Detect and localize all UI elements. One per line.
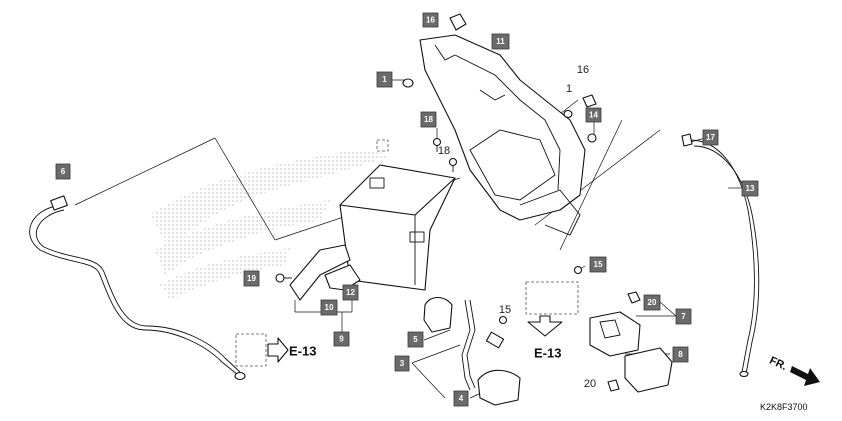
svg-text:3: 3 [400, 359, 405, 368]
svg-text:10: 10 [325, 303, 334, 312]
number-18: 18 [438, 145, 450, 157]
battery-part [339, 164, 456, 291]
reference-e13-center: E-13 [534, 346, 561, 361]
callout-6: 6 [55, 163, 71, 180]
positive-cable-part [423, 296, 521, 406]
svg-text:7: 7 [681, 312, 686, 321]
diagram-code: K2K8F3700 [760, 402, 808, 412]
callout-9: 9 [333, 331, 350, 347]
number-1: 1 [566, 83, 572, 95]
callout-19: 19 [243, 270, 260, 287]
svg-text:14: 14 [589, 111, 598, 120]
reference-box-center [525, 281, 579, 315]
callout-11: 11 [491, 33, 510, 50]
callout-15a: 15 [589, 256, 607, 273]
callout-14: 14 [585, 107, 602, 123]
callout-3: 3 [394, 355, 410, 372]
front-direction-label: FR. [767, 355, 788, 373]
front-direction-arrow [790, 366, 820, 386]
callout-7: 7 [675, 308, 692, 325]
svg-text:9: 9 [339, 335, 344, 344]
number-15: 15 [499, 304, 511, 316]
callout-18: 18 [420, 111, 437, 128]
battery-reference-box [376, 139, 389, 152]
svg-text:19: 19 [247, 274, 256, 283]
svg-text:8: 8 [678, 350, 683, 359]
breather-tube-part [681, 133, 760, 378]
callout-4: 4 [453, 390, 469, 407]
callout-5: 5 [407, 331, 424, 348]
callout-17: 17 [702, 129, 719, 146]
svg-text:6: 6 [61, 167, 66, 176]
reference-box-left [235, 333, 267, 367]
svg-text:15: 15 [594, 260, 603, 269]
callout-20a: 20 [643, 294, 661, 311]
callout-13: 13 [741, 180, 759, 197]
callout-8: 8 [672, 346, 689, 363]
svg-text:4: 4 [459, 394, 464, 403]
svg-text:18: 18 [424, 115, 433, 124]
callout-1: 1 [376, 71, 393, 88]
reference-arrow-center [527, 315, 563, 337]
number-20: 20 [584, 378, 596, 390]
callout-10: 10 [320, 299, 338, 316]
battery-bracket-part [419, 34, 586, 236]
reference-e13-left: E-13 [289, 344, 316, 359]
svg-text:12: 12 [346, 288, 355, 297]
svg-text:16: 16 [426, 16, 435, 25]
svg-text:17: 17 [706, 133, 715, 142]
svg-text:1: 1 [382, 75, 387, 84]
starter-relay-part [589, 311, 673, 393]
wing-watermark-graphic [150, 150, 395, 300]
callout-12: 12 [342, 284, 359, 301]
svg-text:11: 11 [496, 37, 505, 46]
negative-cable-part [29, 195, 246, 381]
svg-text:13: 13 [746, 184, 755, 193]
fasteners [275, 13, 641, 392]
svg-text:5: 5 [413, 335, 418, 344]
number-16: 16 [577, 64, 589, 76]
reference-arrow-left [267, 337, 289, 363]
callout-16a: 16 [422, 12, 439, 28]
svg-text:20: 20 [648, 298, 657, 307]
